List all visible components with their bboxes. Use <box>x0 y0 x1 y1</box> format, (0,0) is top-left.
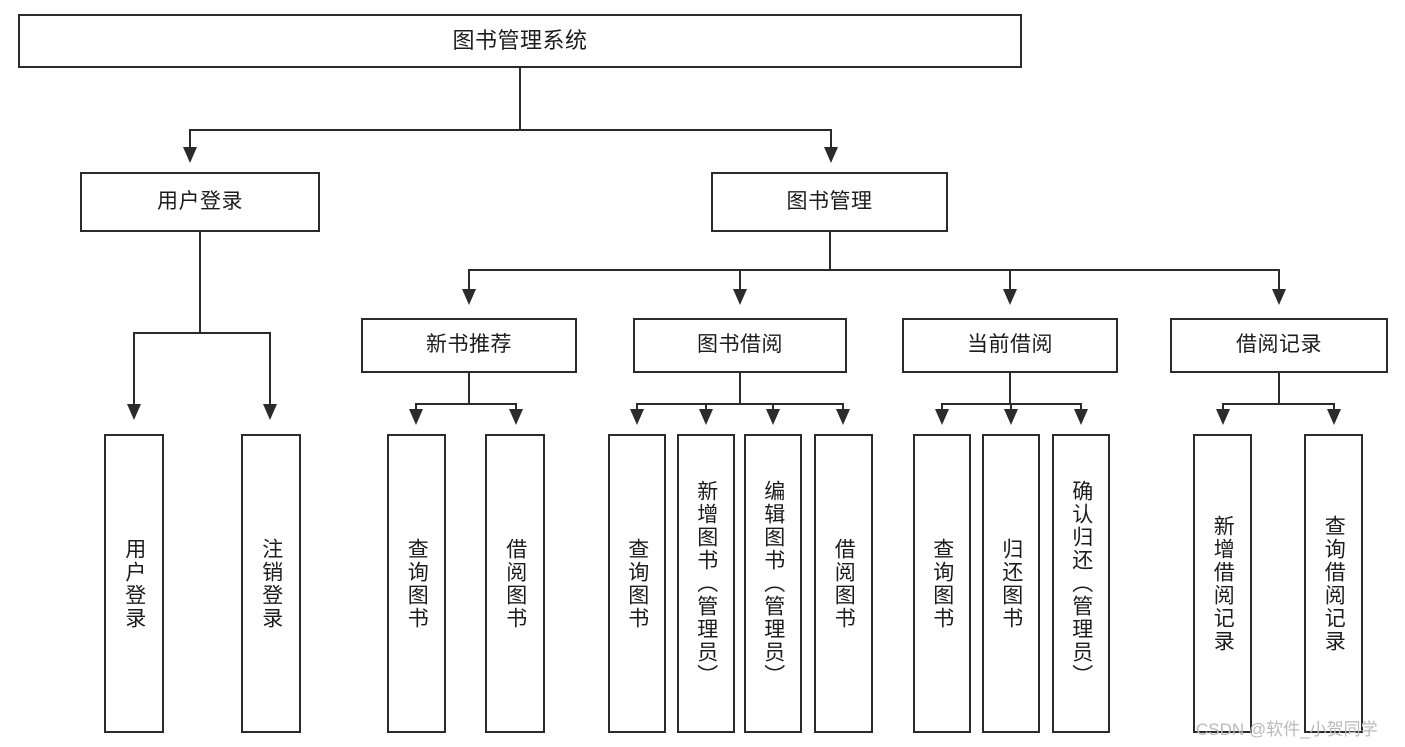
node-label: 用户登录 <box>157 189 243 213</box>
arrow-to-leaf-query-book-3 <box>935 409 949 425</box>
leaf-confirm-return[interactable]: 确认归还（管理员） <box>1052 434 1110 733</box>
connector-new-book-bus <box>415 403 517 405</box>
leaf-user-login[interactable]: 用户登录 <box>104 434 164 733</box>
connector-user-login-drop-2 <box>269 332 271 406</box>
connector-new-book-drop-1 <box>415 403 417 411</box>
arrow-to-leaf-borrow-book-1 <box>509 409 523 425</box>
connector-root-stem <box>519 68 521 130</box>
arrow-to-borrow-record <box>1272 289 1286 305</box>
node-label: 查询图书 <box>405 537 429 630</box>
leaf-query-book-recommend[interactable]: 查询图书 <box>387 434 446 733</box>
leaf-logout-login[interactable]: 注销登录 <box>241 434 301 733</box>
node-label: 当前借阅 <box>967 333 1053 357</box>
arrow-to-leaf-return-book <box>1004 409 1018 425</box>
node-label: 借阅图书 <box>503 537 527 630</box>
leaf-add-book[interactable]: 新增图书（管理员） <box>677 434 735 733</box>
node-label: 借阅记录 <box>1236 333 1322 357</box>
arrow-to-book-management <box>824 147 838 163</box>
connector-level2-drop-book-management <box>830 129 832 149</box>
node-label: 查询借阅记录 <box>1322 514 1346 653</box>
connector-level3-drop-borrow-record <box>1278 269 1280 291</box>
connector-borrow-record-drop-1 <box>1222 403 1224 411</box>
connector-user-login-stem <box>199 232 201 333</box>
csdn-watermark: CSDN @软件_小贺同学 <box>1196 720 1378 739</box>
connector-book-management-stem <box>829 232 831 271</box>
leaf-add-borrow-record[interactable]: 新增借阅记录 <box>1193 434 1252 733</box>
node-label: 归还图书 <box>999 537 1023 630</box>
leaf-query-book-current[interactable]: 查询图书 <box>913 434 971 733</box>
connector-level2-bus <box>189 129 832 131</box>
node-label: 借阅图书 <box>832 537 856 630</box>
leaf-query-book-borrow[interactable]: 查询图书 <box>608 434 666 733</box>
node-label: 图书管理 <box>786 189 873 213</box>
connector-user-login-drop-1 <box>133 332 135 406</box>
connector-current-borrow-stem <box>1009 373 1011 405</box>
connector-book-borrow-stem <box>739 373 741 405</box>
arrow-to-leaf-edit-book <box>766 409 780 425</box>
connector-book-borrow-drop-3 <box>772 403 774 411</box>
arrow-to-current-borrow <box>1003 289 1017 305</box>
node-label: 查询图书 <box>930 537 954 630</box>
connector-new-book-drop-2 <box>515 403 517 411</box>
arrow-to-leaf-add-record <box>1216 409 1230 425</box>
connector-book-borrow-drop-4 <box>842 403 844 411</box>
arrow-to-leaf-query-book-2 <box>630 409 644 425</box>
connector-borrow-record-bus <box>1222 403 1335 405</box>
leaf-edit-book[interactable]: 编辑图书（管理员） <box>744 434 802 733</box>
connector-level2-drop-user-login <box>189 129 191 149</box>
node-label: 确认归还（管理员） <box>1069 480 1093 687</box>
connector-user-login-bus <box>133 332 271 334</box>
leaf-borrow-book-recommend[interactable]: 借阅图书 <box>485 434 545 733</box>
arrow-to-book-borrow <box>733 289 747 305</box>
node-book-management[interactable]: 图书管理 <box>711 172 948 232</box>
arrow-to-leaf-confirm-return <box>1074 409 1088 425</box>
connector-new-book-stem <box>468 373 470 405</box>
node-current-borrow[interactable]: 当前借阅 <box>902 318 1118 373</box>
node-borrow-record[interactable]: 借阅记录 <box>1170 318 1388 373</box>
node-label: 新书推荐 <box>426 333 512 357</box>
node-book-borrow[interactable]: 图书借阅 <box>633 318 847 373</box>
node-label: 新增图书（管理员） <box>694 480 718 687</box>
arrow-to-leaf-query-book-1 <box>409 409 423 425</box>
arrow-to-leaf-logout-login <box>263 404 277 420</box>
connector-level3-drop-book-borrow <box>739 269 741 291</box>
leaf-borrow-book-borrow[interactable]: 借阅图书 <box>814 434 873 733</box>
connector-current-borrow-drop-3 <box>1080 403 1082 411</box>
node-book-management-system[interactable]: 图书管理系统 <box>18 14 1022 68</box>
connector-book-borrow-bus <box>636 403 844 405</box>
node-label: 新增借阅记录 <box>1211 514 1235 653</box>
connector-current-borrow-drop-1 <box>941 403 943 411</box>
arrow-to-new-book-recommend <box>462 289 476 305</box>
connector-borrow-record-stem <box>1278 373 1280 405</box>
node-label: 图书借阅 <box>697 333 783 357</box>
node-label: 图书管理系统 <box>452 28 588 54</box>
connector-book-borrow-drop-2 <box>705 403 707 411</box>
connector-level3-drop-new-book <box>468 269 470 291</box>
node-user-login[interactable]: 用户登录 <box>80 172 320 232</box>
leaf-return-book[interactable]: 归还图书 <box>982 434 1040 733</box>
arrow-to-leaf-add-book <box>699 409 713 425</box>
connector-borrow-record-drop-2 <box>1333 403 1335 411</box>
node-new-book-recommend[interactable]: 新书推荐 <box>361 318 577 373</box>
arrow-to-leaf-user-login <box>127 404 141 420</box>
connector-current-borrow-drop-2 <box>1010 403 1012 411</box>
node-label: 编辑图书（管理员） <box>761 480 785 687</box>
arrow-to-user-login <box>183 147 197 163</box>
node-label: 注销登录 <box>259 537 283 630</box>
connector-level3-bus <box>468 269 1280 271</box>
arrow-to-leaf-borrow-book-2 <box>836 409 850 425</box>
node-label: 用户登录 <box>122 537 146 630</box>
arrow-to-leaf-query-record <box>1327 409 1341 425</box>
connector-book-borrow-drop-1 <box>636 403 638 411</box>
connector-level3-drop-current-borrow <box>1009 269 1011 291</box>
leaf-query-borrow-record[interactable]: 查询借阅记录 <box>1304 434 1363 733</box>
node-label: 查询图书 <box>625 537 649 630</box>
